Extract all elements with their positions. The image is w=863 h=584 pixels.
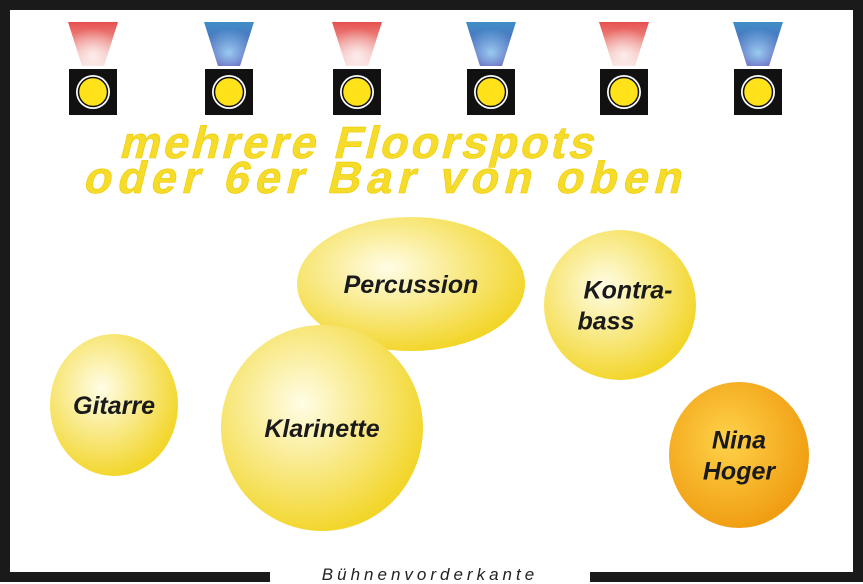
performer-circle [297,217,525,351]
spot-lamp [742,76,774,108]
light-beam-glow [599,22,649,66]
performer-label: Nina [712,426,766,454]
light-beam-glow [466,22,516,66]
performer-label: Percussion [344,271,479,299]
performer-label: Hoger [703,457,777,485]
performer-circle [544,230,696,380]
headline-line-1: mehrere Floorspots [116,118,605,168]
floorspot [204,22,254,115]
spot-lamp [77,76,109,108]
light-beam-glow [68,22,118,66]
performer-klarinette: Klarinette [221,325,423,531]
floorspot [68,22,118,115]
performer-label: Klarinette [264,415,379,443]
performer-label: Kontra- [584,276,673,304]
performer-circle [50,334,178,476]
performer-label: bass [578,307,635,335]
spot-bar [68,22,783,115]
performer-circle [669,382,809,528]
floorspot [466,22,516,115]
spot-lamp [213,76,245,108]
performer-gitarre: Gitarre [50,334,178,476]
performer-circle [221,325,423,531]
performer-label: Gitarre [73,392,155,420]
floorspot [599,22,649,115]
floorspot [733,22,783,115]
light-beam-glow [733,22,783,66]
spot-lamp [341,76,373,108]
stage-front-label: Bühnenvorderkante [270,566,590,584]
light-beam-glow [204,22,254,66]
headline-line-2: oder 6er Bar von oben [80,153,696,203]
light-beam-glow [332,22,382,66]
floorspot [332,22,382,115]
performer-kontrabass: Kontra-bass [544,230,696,380]
performer-percussion: Percussion [297,217,525,351]
spot-lamp [475,76,507,108]
spot-lamp [608,76,640,108]
headline: mehrere Floorspots oder 6er Bar von oben [79,117,696,203]
